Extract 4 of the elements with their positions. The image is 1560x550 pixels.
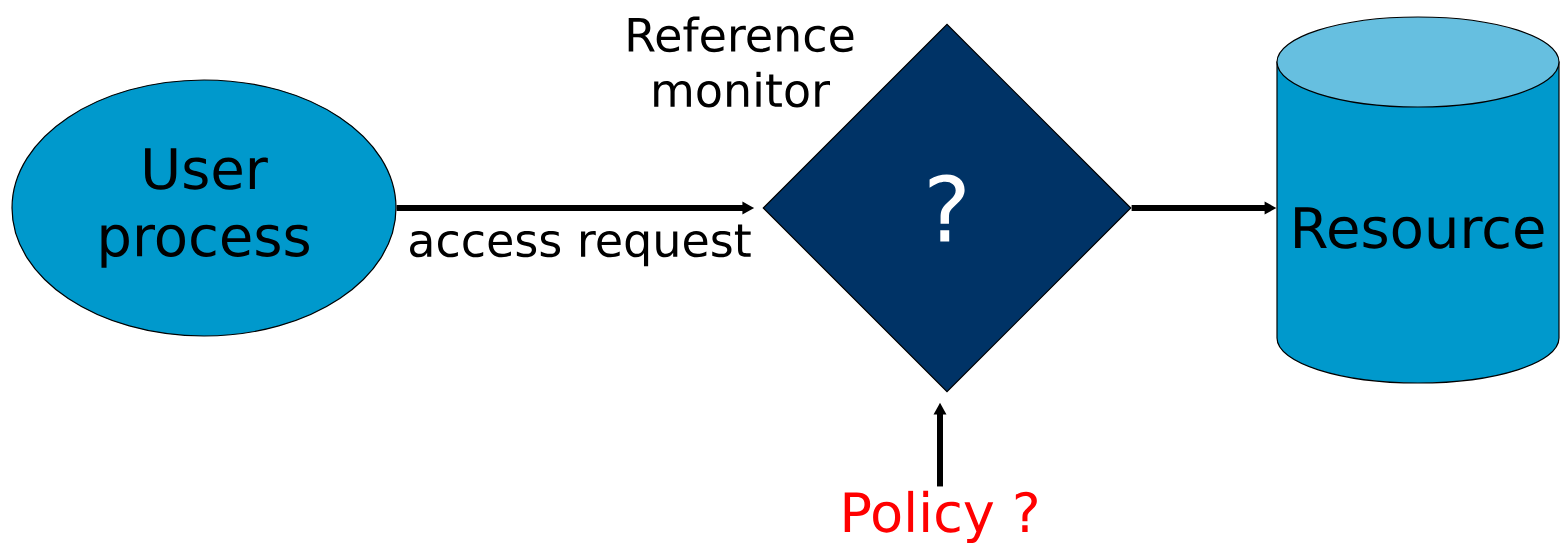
cylinder: Resource [1276, 16, 1560, 384]
heading: Reference monitor [628, 16, 854, 108]
label-text: Policy ? [844, 490, 1037, 544]
edge-label: access request [405, 222, 754, 269]
